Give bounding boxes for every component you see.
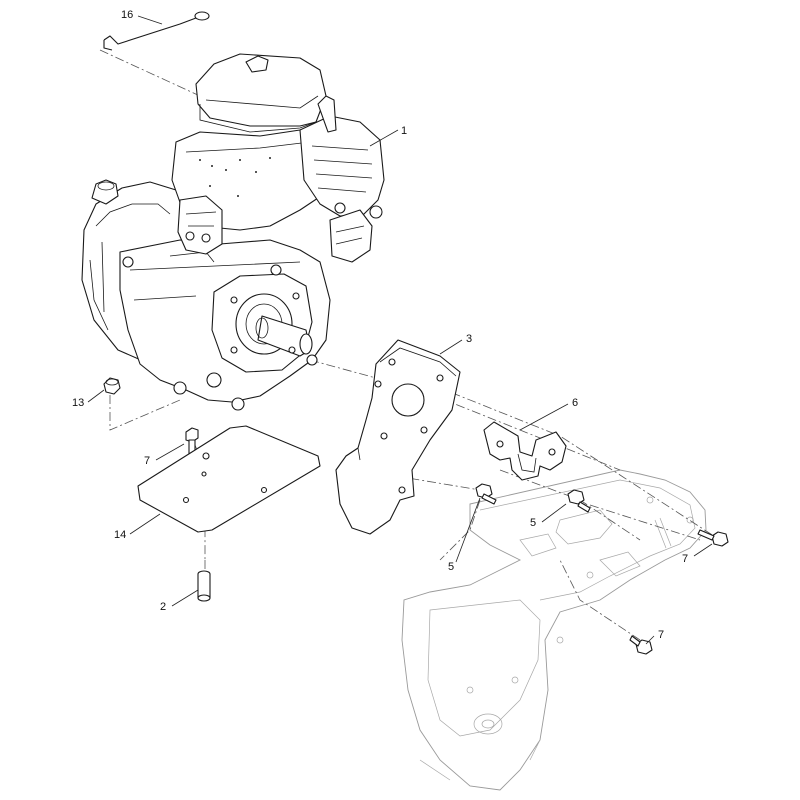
callout-1: 1 [401,125,407,137]
part-13-nut [103,377,121,395]
callout-5-right: 5 [530,517,536,529]
callout-3: 3 [466,333,472,345]
part-5-bolt-a [475,483,497,505]
callout-7-upper: 7 [144,455,150,467]
part-1-engine [81,53,385,411]
callout-labels: 16 1 3 6 13 7 14 2 5 5 7 7 [72,9,688,641]
callout-7-right: 7 [682,553,688,565]
callout-6: 6 [572,397,578,409]
callout-14: 14 [114,529,126,541]
part-14-plate [137,425,321,533]
leader-lines [87,15,713,645]
part-7-bolt-right [697,529,729,547]
callout-5-lower: 5 [448,561,454,573]
callout-7-lower: 7 [658,629,664,641]
callout-16: 16 [121,9,133,21]
part-7-bolt-lower [629,635,653,655]
part-6-bracket [483,421,567,481]
part-5-bolt-b [567,489,591,513]
callout-2: 2 [160,601,166,613]
part-2-bolt [197,570,211,602]
part-3-bracket [335,339,461,535]
part-16-wire [103,11,210,51]
callout-13: 13 [72,397,84,409]
